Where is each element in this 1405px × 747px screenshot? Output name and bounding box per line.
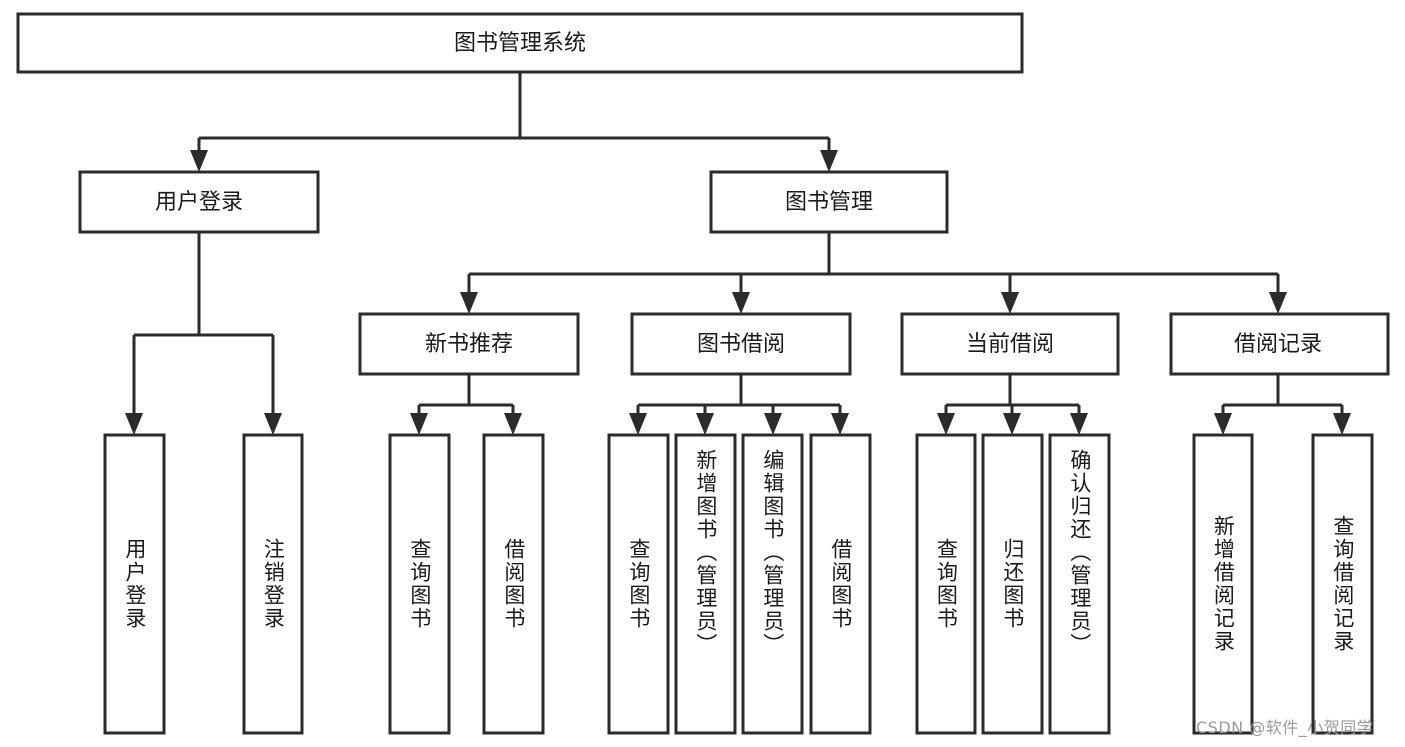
node-book-borrow-label: 图书借阅 xyxy=(697,332,785,357)
arrow-to-leaf-borrow-book-1 xyxy=(504,413,522,435)
leaf-logout-rect[interactable] xyxy=(242,433,304,735)
node-book-borrow[interactable]: 图书借阅 xyxy=(630,312,852,376)
connector-layer xyxy=(125,72,1351,435)
arrow-to-leaf-add-record xyxy=(1214,413,1232,435)
edge-bookborrow-to-leaves xyxy=(636,374,842,419)
node-root-rect[interactable] xyxy=(16,12,1024,74)
edge-root-to-level2 xyxy=(197,72,831,156)
node-book-borrow-rect[interactable] xyxy=(630,312,852,376)
edge-newbookrec-to-leaves xyxy=(417,374,515,419)
arrow-to-borrow-record xyxy=(1269,292,1287,314)
leaf-edit-book-rect[interactable] xyxy=(741,433,804,735)
node-borrow-record[interactable]: 借阅记录 xyxy=(1169,312,1390,376)
node-user-login-label: 用户登录 xyxy=(155,190,243,215)
watermark-text: CSDN @软件_小贺同学 xyxy=(1196,718,1374,737)
leaf-add-record-rect[interactable] xyxy=(1192,433,1254,735)
arrow-to-leaf-query-book-3 xyxy=(937,413,955,435)
node-new-book-rec-label: 新书推荐 xyxy=(425,332,513,357)
leaf-return-book-rect[interactable] xyxy=(981,433,1044,735)
edge-currentborrow-to-leaves xyxy=(944,374,1081,419)
node-book-manage[interactable]: 图书管理 xyxy=(709,170,949,234)
edge-userlogin-to-leaves xyxy=(132,232,275,419)
arrow-to-leaf-edit-book xyxy=(764,413,782,435)
node-borrow-record-label: 借阅记录 xyxy=(1234,332,1322,357)
arrow-to-book-borrow xyxy=(732,292,750,314)
leaf-borrow-book-2-rect[interactable] xyxy=(809,433,872,735)
arrow-to-leaf-query-record xyxy=(1333,413,1351,435)
node-current-borrow-label: 当前借阅 xyxy=(966,332,1054,357)
arrow-to-leaf-add-book xyxy=(696,413,714,435)
node-current-borrow-rect[interactable] xyxy=(900,312,1120,376)
arrow-to-leaf-user-login xyxy=(125,413,143,435)
node-root-label: 图书管理系统 xyxy=(454,31,586,56)
leaf-query-book-1-rect[interactable] xyxy=(388,433,451,735)
arrow-to-leaf-logout xyxy=(264,413,282,435)
node-book-manage-rect[interactable] xyxy=(709,170,949,234)
node-current-borrow[interactable]: 当前借阅 xyxy=(900,312,1120,376)
node-borrow-record-rect[interactable] xyxy=(1169,312,1390,376)
leaf-user-login-rect[interactable] xyxy=(103,433,166,735)
arrow-to-leaf-borrow-book-2 xyxy=(831,413,849,435)
arrow-to-leaf-return-book xyxy=(1003,413,1021,435)
arrow-root-to-book-manage xyxy=(820,150,838,172)
node-user-login[interactable]: 用户登录 xyxy=(78,170,320,234)
leaf-query-book-2-rect[interactable] xyxy=(607,433,670,735)
node-new-book-rec-rect[interactable] xyxy=(358,312,580,376)
arrow-to-leaf-query-book-2 xyxy=(629,413,647,435)
node-new-book-rec[interactable]: 新书推荐 xyxy=(358,312,580,376)
leaf-add-book-rect[interactable] xyxy=(674,433,737,735)
leaf-borrow-book-1-rect[interactable] xyxy=(482,433,545,735)
node-root[interactable]: 图书管理系统 xyxy=(16,12,1024,74)
leaf-query-book-3-rect[interactable] xyxy=(915,433,977,735)
node-layer: 图书管理系统 用户登录 图书管理 新书推荐 图书借阅 当前 xyxy=(16,12,1390,735)
arrow-to-current-borrow xyxy=(1001,292,1019,314)
leaf-confirm-return-rect[interactable] xyxy=(1048,433,1111,735)
arrow-root-to-user-login xyxy=(190,150,208,172)
node-user-login-rect[interactable] xyxy=(78,170,320,234)
arrow-to-leaf-confirm-return xyxy=(1070,413,1088,435)
edge-borrowrecord-to-leaves xyxy=(1221,374,1344,419)
node-book-manage-label: 图书管理 xyxy=(785,190,873,215)
edge-bookmanage-to-level3 xyxy=(467,232,1280,298)
arrow-to-leaf-query-book-1 xyxy=(410,413,428,435)
leaf-query-record-rect[interactable] xyxy=(1311,433,1374,735)
arrow-to-new-book-rec xyxy=(460,292,478,314)
